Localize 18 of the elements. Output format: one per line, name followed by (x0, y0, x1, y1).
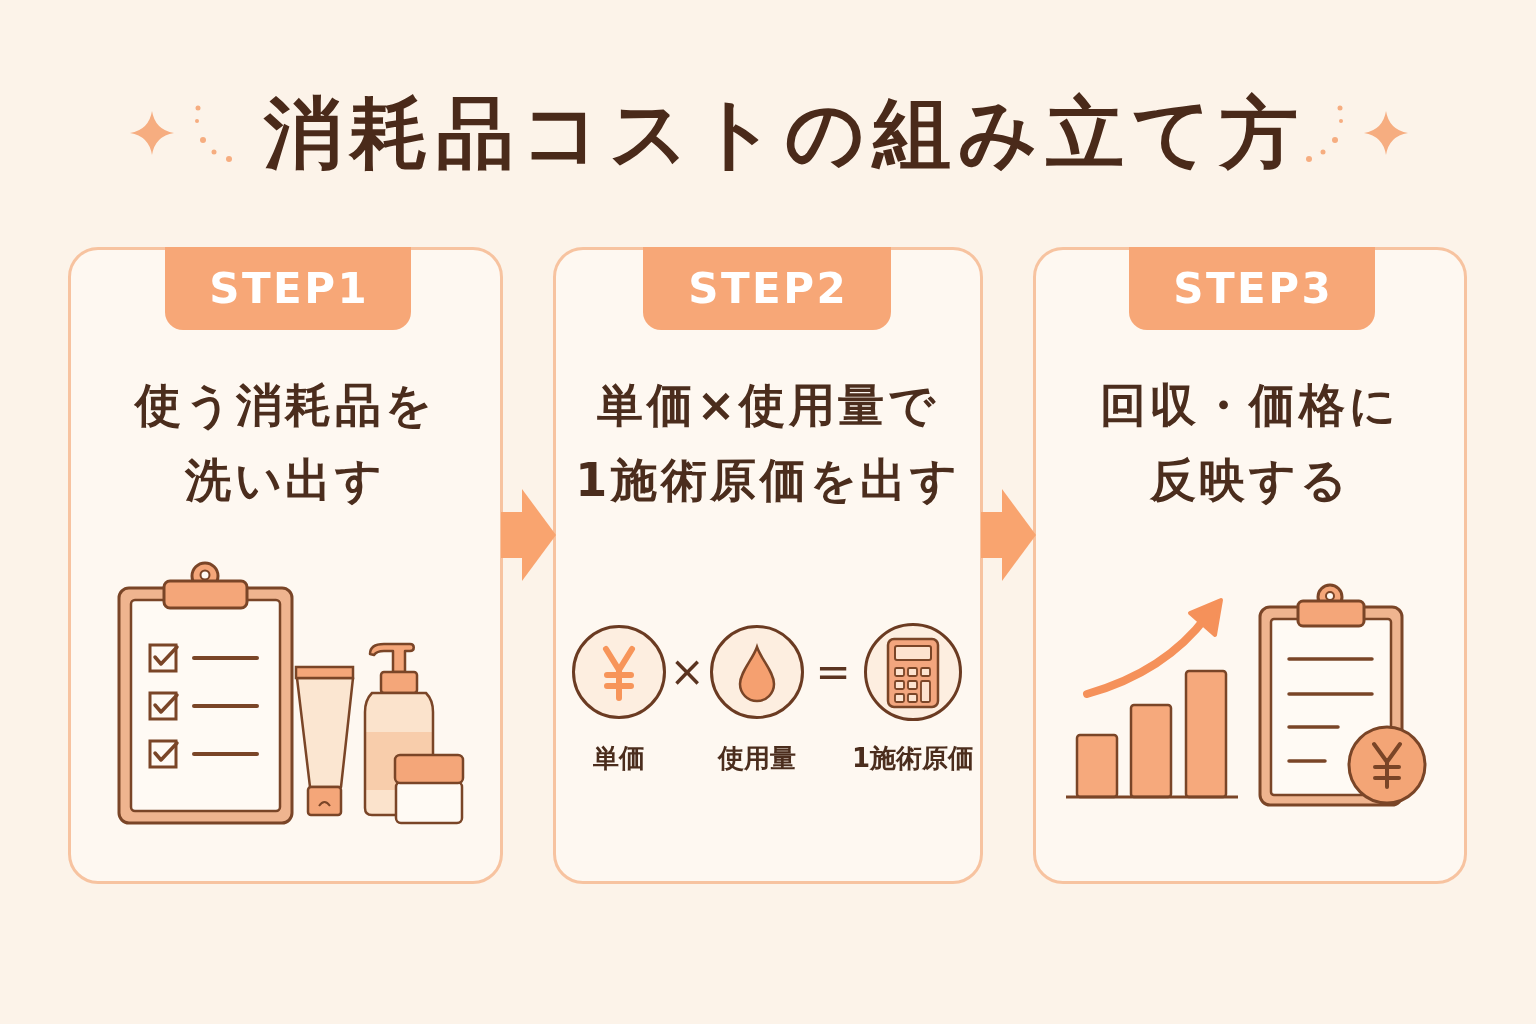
operator-sign: × (669, 651, 705, 693)
step-tab: STEP1 (165, 247, 411, 330)
title: 消耗品コストの組み立て方 (262, 87, 1306, 180)
step-description: 使う消耗品を洗い出す (133, 377, 437, 509)
icon-circle (572, 625, 666, 719)
icon-caption: 単価 (593, 742, 645, 774)
step-card (553, 247, 983, 884)
step-tab: STEP2 (643, 247, 891, 330)
arrow (981, 489, 1036, 581)
step-tab: STEP3 (1129, 247, 1375, 330)
icon-circle (864, 623, 962, 721)
arrow (501, 489, 556, 581)
icon-caption: 使用量 (718, 742, 796, 774)
step-description: 単価×使用量で1施術原価を出す (574, 377, 962, 509)
icon-circle (710, 625, 804, 719)
icon-caption: 1施術原価 (851, 742, 975, 774)
step-description: 回収・価格に反映する (1099, 377, 1401, 509)
operator-sign: = (815, 651, 851, 693)
